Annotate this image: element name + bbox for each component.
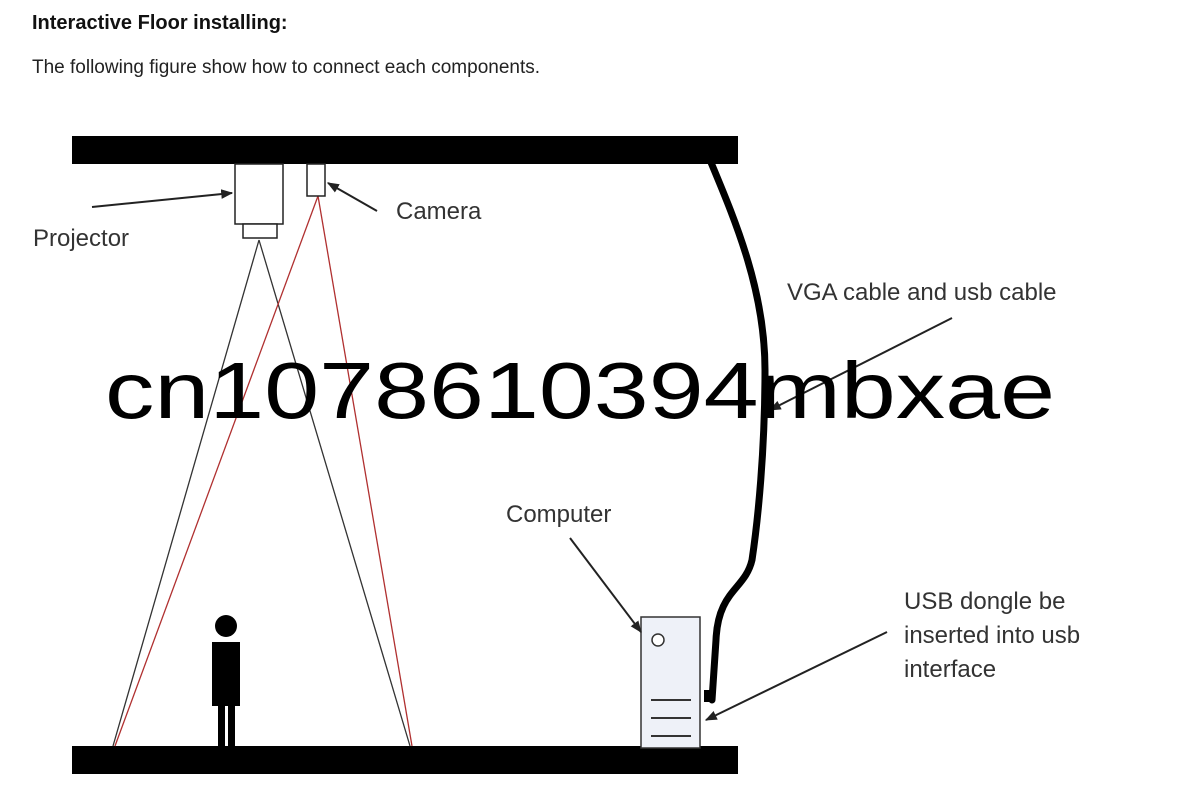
cable-arrow — [768, 317, 953, 411]
projector-label: Projector — [33, 225, 129, 252]
watermark-text: cn1078610394mbxae — [105, 346, 1055, 435]
computer-tower — [640, 616, 701, 749]
floor-bar — [72, 746, 738, 774]
dongle-label-line2: inserted into usb — [904, 622, 1080, 649]
projector-beam — [112, 239, 411, 747]
projector — [234, 163, 284, 239]
camera — [306, 163, 326, 197]
page-heading: Interactive Floor installing: — [32, 12, 288, 34]
ceiling-bar — [72, 136, 738, 164]
person-figure — [212, 615, 240, 746]
dongle-arrow — [704, 631, 888, 721]
computer-arrow — [569, 537, 642, 633]
computer-label: Computer — [506, 501, 611, 528]
usb-dongle — [704, 690, 712, 702]
intro-text: The following figure show how to connect… — [32, 57, 541, 78]
dongle-label-line3: interface — [904, 656, 996, 683]
cable-label: VGA cable and usb cable — [787, 279, 1057, 306]
vga-usb-cable — [706, 156, 769, 704]
camera-view — [114, 195, 413, 747]
camera-label: Camera — [396, 198, 482, 225]
dongle-label-line1: USB dongle be — [904, 588, 1065, 615]
projector-arrow — [91, 189, 234, 208]
camera-arrow — [326, 182, 378, 212]
